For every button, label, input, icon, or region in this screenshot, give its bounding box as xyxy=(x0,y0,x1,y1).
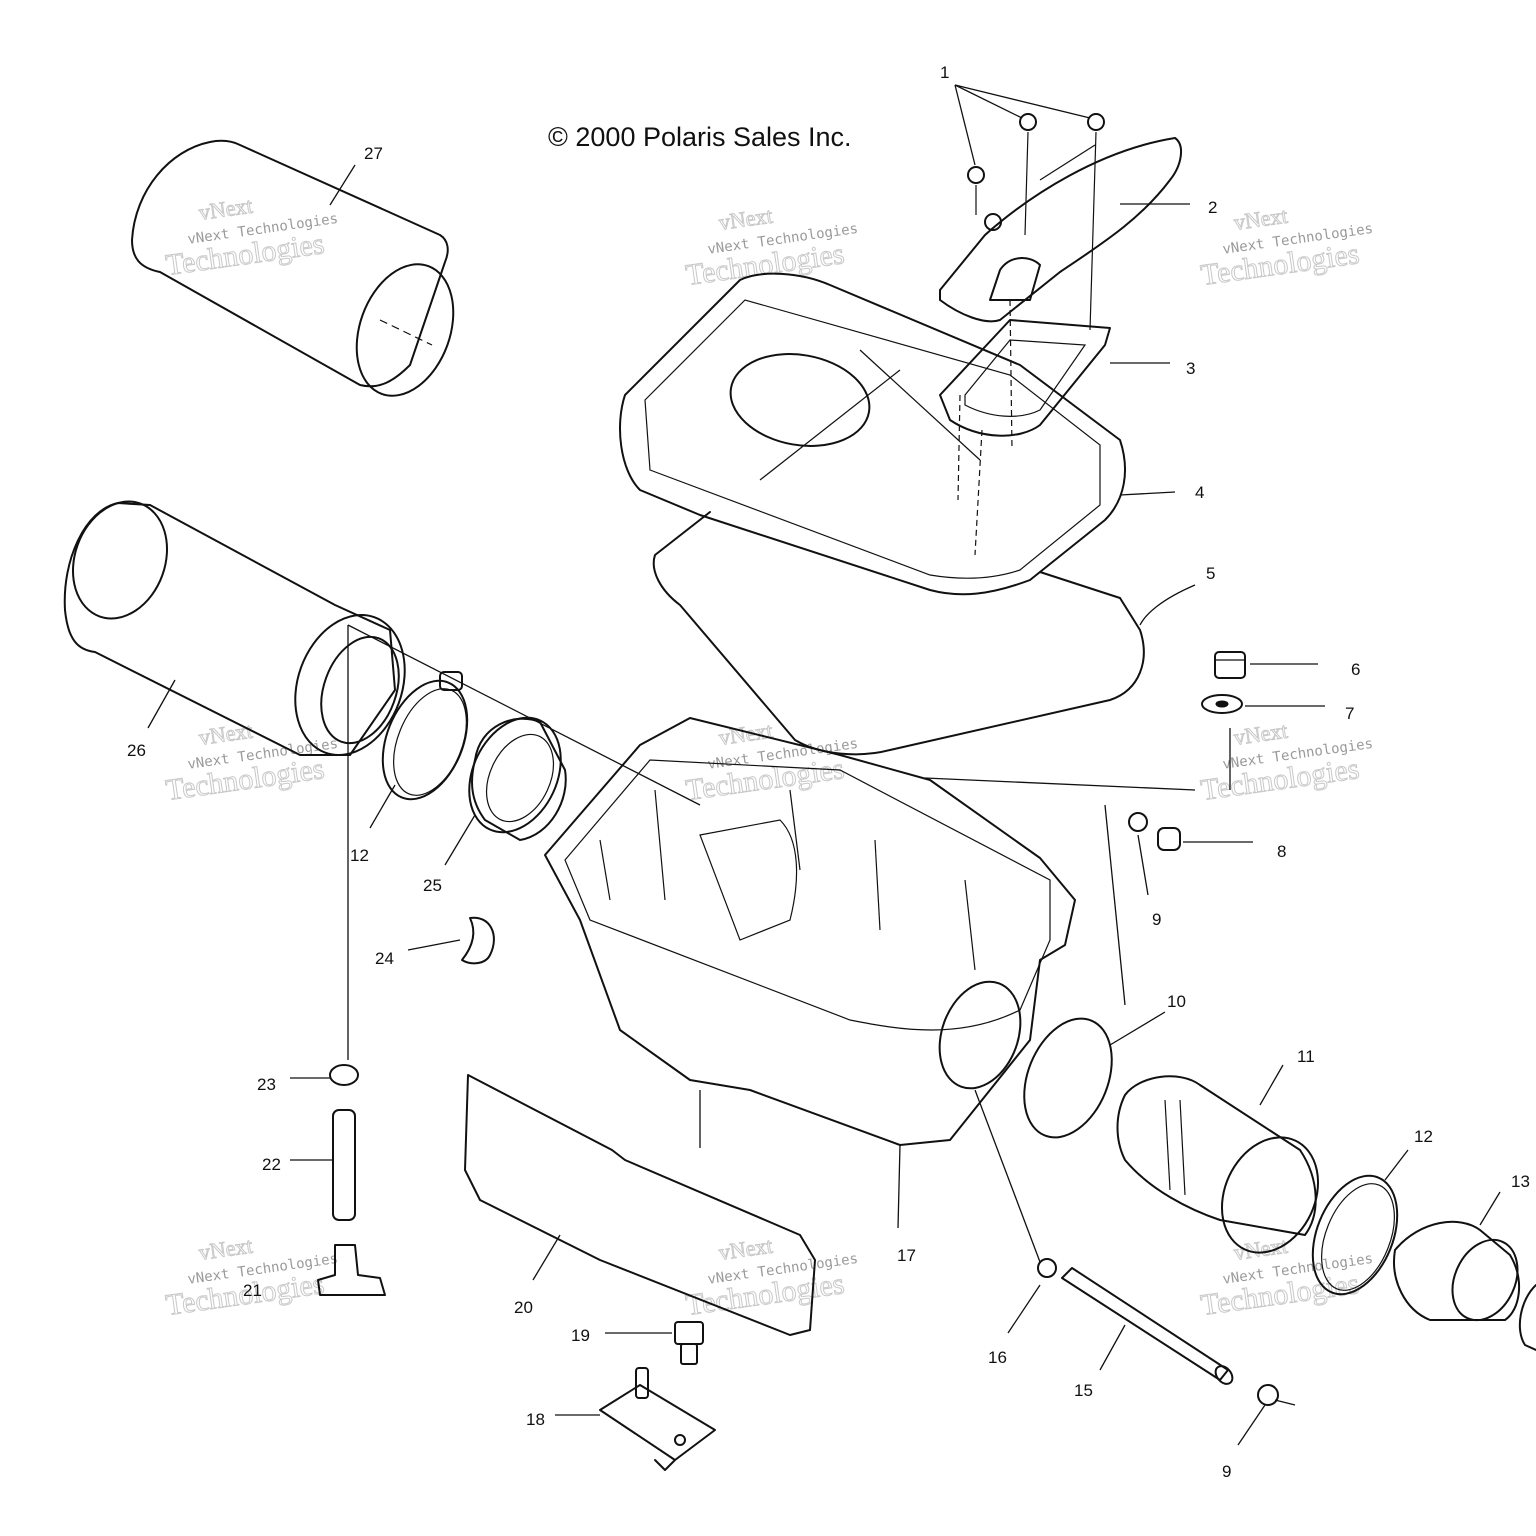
callout-9-lower: 9 xyxy=(1222,1462,1231,1481)
copyright-text: © 2000 Polaris Sales Inc. xyxy=(548,122,852,152)
watermark-bottom-left: vNext vNext Technologies Technologies xyxy=(163,1232,339,1322)
callout-8: 8 xyxy=(1277,842,1286,861)
callout-22: 22 xyxy=(262,1155,281,1174)
callout-2: 2 xyxy=(1208,198,1217,217)
svg-text:vNext: vNext xyxy=(717,1233,774,1265)
callout-labels: 1 2 3 4 5 6 7 8 9 9 10 11 12 12 13 15 16… xyxy=(127,63,1530,1481)
callout-16: 16 xyxy=(988,1348,1007,1367)
part-4-airbox-lid xyxy=(619,272,1126,596)
svg-text:vNext: vNext xyxy=(197,1233,254,1265)
svg-text:vNext: vNext xyxy=(717,718,774,750)
watermark-mid-left: vNext vNext Technologies Technologies xyxy=(163,717,339,807)
part-5-lid-seal xyxy=(652,511,1145,756)
part-15-tube xyxy=(1061,1267,1234,1385)
part-12-clamp-left xyxy=(381,671,469,801)
callout-26: 26 xyxy=(127,741,146,760)
part-1-screws xyxy=(967,113,1105,331)
part-9-nut-upper xyxy=(1128,812,1148,832)
part-11-intake-tube xyxy=(1116,1075,1320,1254)
part-25-adapter xyxy=(468,716,567,841)
callout-6: 6 xyxy=(1351,660,1360,679)
part-17-airbox xyxy=(544,717,1076,1146)
part-13-boot xyxy=(1393,1220,1536,1351)
watermark-bottom-center: vNext vNext Technologies Technologies xyxy=(683,1232,859,1322)
svg-text:vNext: vNext xyxy=(1232,718,1289,750)
callout-23: 23 xyxy=(257,1075,276,1094)
part-2-snorkel xyxy=(939,137,1182,323)
part-27-prefilter xyxy=(131,139,455,397)
svg-text:vNext: vNext xyxy=(1232,203,1289,235)
callout-7: 7 xyxy=(1345,704,1354,723)
callout-24: 24 xyxy=(375,949,394,968)
part-21-tee xyxy=(317,1244,386,1296)
part-26-air-filter xyxy=(63,500,406,756)
part-3-gasket-plate xyxy=(939,319,1111,437)
part-16-clamp xyxy=(1037,1258,1057,1278)
callout-20: 20 xyxy=(514,1298,533,1317)
watermark-bottom-right: vNext vNext Technologies Technologies xyxy=(1198,1232,1374,1322)
callout-13: 13 xyxy=(1511,1172,1530,1191)
part-12-clamp-right xyxy=(1311,1174,1399,1296)
svg-text:vNext: vNext xyxy=(197,718,254,750)
svg-text:vNext: vNext xyxy=(1232,1233,1289,1265)
leader-lines xyxy=(147,84,1501,1446)
part-18-bracket xyxy=(599,1367,716,1471)
svg-text:vNext: vNext xyxy=(717,203,774,235)
part-10-o-ring xyxy=(1023,1017,1113,1139)
watermark-top-center: vNext vNext Technologies Technologies xyxy=(683,202,859,292)
callout-9-upper: 9 xyxy=(1152,910,1161,929)
callout-19: 19 xyxy=(571,1326,590,1345)
callout-18: 18 xyxy=(526,1410,545,1429)
part-23-clamp xyxy=(329,1064,359,1086)
callout-21: 21 xyxy=(243,1281,262,1300)
watermark-top-right: vNext vNext Technologies Technologies xyxy=(1198,202,1374,292)
callout-11: 11 xyxy=(1297,1047,1315,1066)
part-24-clip xyxy=(461,916,495,965)
callout-3: 3 xyxy=(1186,359,1195,378)
part-6-nut xyxy=(1214,651,1246,679)
callout-17: 17 xyxy=(897,1246,916,1265)
callout-15: 15 xyxy=(1074,1381,1093,1400)
part-8-grommet xyxy=(1157,827,1181,851)
part-19-bolt xyxy=(674,1321,704,1365)
callout-1: 1 xyxy=(940,63,949,82)
callout-27: 27 xyxy=(364,144,383,163)
watermark-top-left: vNext vNext Technologies Technologies xyxy=(163,192,339,282)
callout-4: 4 xyxy=(1195,483,1204,502)
callout-12-left: 12 xyxy=(350,846,369,865)
callout-25: 25 xyxy=(423,876,442,895)
watermark-line1: vNext xyxy=(197,193,254,225)
part-20-shield xyxy=(464,1074,816,1336)
part-7-washer xyxy=(1201,694,1243,714)
callout-5: 5 xyxy=(1206,564,1215,583)
part-9-nut-lower xyxy=(1257,1384,1279,1406)
callout-10: 10 xyxy=(1167,992,1186,1011)
part-22-drain-tube xyxy=(332,1109,356,1221)
callout-12-right: 12 xyxy=(1414,1127,1433,1146)
